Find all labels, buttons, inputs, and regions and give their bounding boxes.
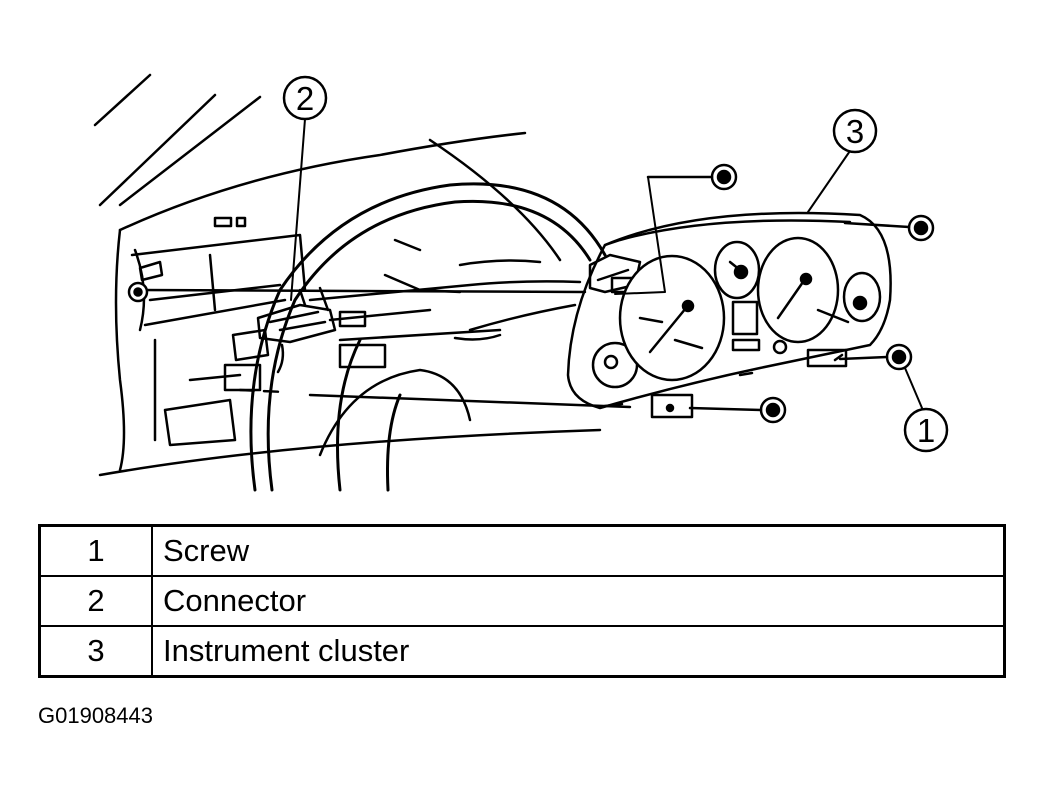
instrument-cluster-removal-illustration: 1 2 3 xyxy=(93,73,949,492)
screw-right-lower xyxy=(838,343,913,371)
projection-lines xyxy=(138,288,632,409)
screw-top xyxy=(646,163,738,191)
svg-text:2: 2 xyxy=(296,80,314,117)
svg-text:1: 1 xyxy=(917,412,935,449)
callout-1: 1 xyxy=(903,407,949,453)
instrument-cluster-drawing xyxy=(566,211,892,419)
legend-number: 1 xyxy=(38,524,153,577)
legend-number: 2 xyxy=(38,575,153,627)
svg-text:3: 3 xyxy=(846,113,864,150)
legend-table: 1 Screw 2 Connector 3 Instrument cluster xyxy=(38,524,1006,678)
legend-label: Connector xyxy=(151,575,1006,627)
legend-number: 3 xyxy=(38,625,153,678)
legend-row: 3 Instrument cluster xyxy=(38,625,1006,678)
legend-row: 2 Connector xyxy=(38,575,1006,627)
connector-drawing xyxy=(231,286,367,374)
legend-row: 1 Screw xyxy=(38,524,1006,577)
screw-right-upper xyxy=(843,214,935,242)
legend-label: Instrument cluster xyxy=(151,625,1006,678)
leader-lines xyxy=(290,118,923,409)
legend-label: Screw xyxy=(151,524,1006,577)
callout-3: 3 xyxy=(832,108,878,154)
steering-wheel xyxy=(249,182,607,492)
dashboard-outline xyxy=(98,131,602,477)
figure-id: G01908443 xyxy=(38,703,153,728)
callout-2: 2 xyxy=(282,75,328,121)
screw-left xyxy=(127,281,149,303)
windshield-lines xyxy=(93,73,262,207)
screw-bottom xyxy=(688,396,787,424)
